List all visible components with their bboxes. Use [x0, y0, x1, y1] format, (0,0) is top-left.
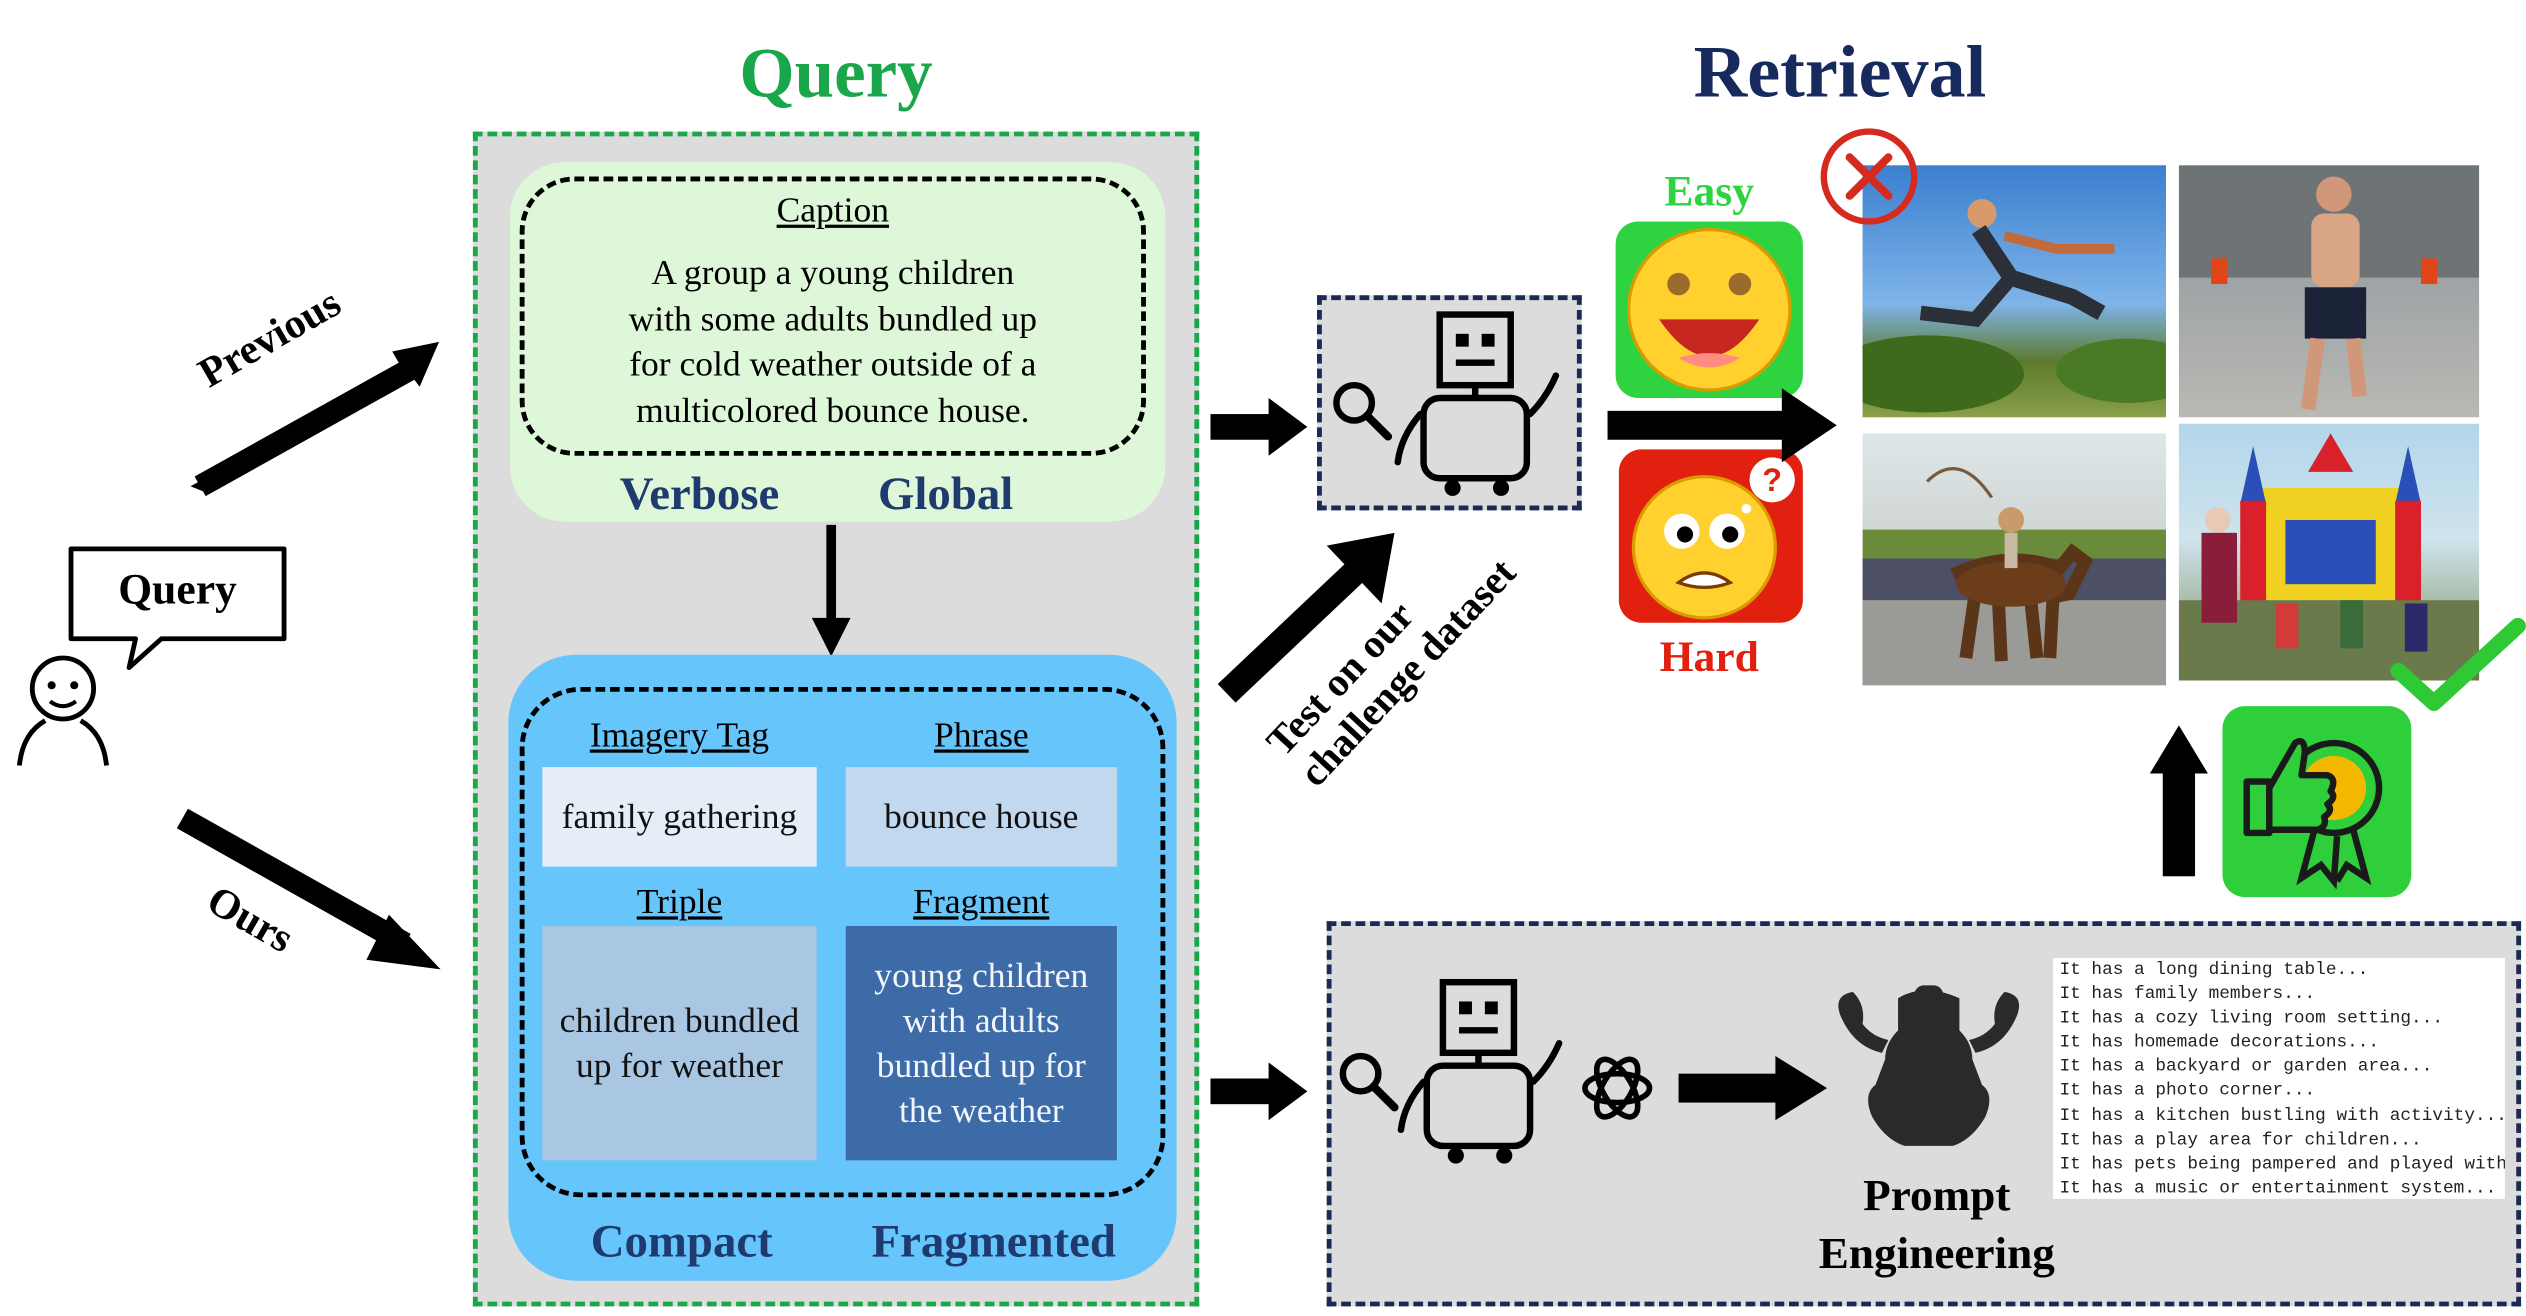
prompt-line: It has a long dining table... [2059, 961, 2369, 981]
prompt-engineering-label: Prompt Engineering [1775, 1168, 2098, 1284]
confused-face-icon: ? [1618, 449, 1803, 623]
hard-label: Hard [1659, 632, 1759, 681]
user-icon [16, 655, 109, 766]
x-circle-icon [1820, 128, 1918, 225]
badge-to-images-arrow [2149, 725, 2208, 877]
compact-label: Compact [590, 1216, 773, 1268]
prompt-line: It has family members... [2059, 985, 2316, 1005]
speech-bubble-text: Query [118, 564, 237, 614]
thumbs-up-badge-icon [2222, 706, 2412, 898]
imagery-tag-cell: family gathering [542, 767, 817, 867]
muscle-icon [1838, 985, 2020, 1146]
caption-line: A group a young children [651, 251, 1015, 293]
fragment-line: the weather [898, 1089, 1064, 1130]
prompt-line: It has a music or entertainment system..… [2059, 1179, 2497, 1199]
prompt-line: It has a cozy living room setting... [2059, 1009, 2444, 1030]
triple-heading: Triple [636, 881, 723, 922]
prompt-line: It has a photo corner... [2059, 1082, 2316, 1102]
phrase-cell: bounce house [845, 767, 1117, 867]
fragment-heading: Fragment [913, 881, 1050, 922]
query-title: Query [739, 33, 933, 113]
question-mark: ? [1762, 462, 1782, 498]
triple-line: up for weather [575, 1044, 784, 1085]
retrieved-image-jump-kick [1862, 165, 2166, 418]
prompt-line: It has a play area for children... [2059, 1130, 2422, 1151]
prompt-engineering-line: Prompt [1863, 1171, 2011, 1222]
retrieved-image-bounce-house [2178, 423, 2480, 681]
imagery-tag-heading: Imagery Tag [589, 714, 770, 755]
caption-line: for cold weather outside of a [629, 343, 1037, 384]
verbose-label: Verbose [619, 468, 780, 520]
caption-box [510, 162, 1166, 522]
query-speech-bubble: Query [65, 546, 291, 671]
magnifier-icon [1333, 381, 1393, 441]
previous-to-model-arrow [1210, 398, 1308, 456]
ours-to-model-arrow [1210, 1062, 1308, 1121]
fragment-cell: young children with adults bundled up fo… [845, 926, 1117, 1161]
prompt-line: It has a backyard or garden area... [2059, 1058, 2433, 1078]
caption-to-ours-arrow [811, 524, 851, 657]
prompt-line: It has pets being pampered and played wi… [2059, 1155, 2505, 1175]
check-icon [2390, 617, 2526, 711]
fragment-line: young children [874, 954, 1089, 996]
retrieval-title: Retrieval [1693, 30, 1987, 113]
model-to-retrieval-arrow [1607, 388, 1837, 463]
ours-arrow [176, 808, 441, 970]
test-arrow [1217, 532, 1395, 703]
caption-line: multicolored bounce house. [636, 389, 1030, 430]
global-label: Global [878, 468, 1014, 520]
triple-cell: children bundled up for weather [542, 926, 817, 1161]
robot-icon [1397, 978, 1563, 1164]
robot-icon [1394, 311, 1560, 496]
openai-to-prompt-arrow [1678, 1056, 1828, 1121]
fragmented-label: Fragmented [871, 1216, 1116, 1268]
caption-dashed-frame [519, 176, 1146, 456]
fragment-line: bundled up for [876, 1044, 1086, 1085]
prompt-list: It has a long dining table... It has fam… [2053, 958, 2505, 1199]
magnifier-icon [1339, 1052, 1399, 1112]
fragment-line: with adults [902, 999, 1060, 1040]
openai-icon [1582, 1056, 1653, 1120]
prompt-engineering-line: Engineering [1818, 1229, 2055, 1280]
easy-label: Easy [1664, 166, 1755, 216]
caption-line: with some adults bundled up [628, 297, 1037, 338]
phrase-heading: Phrase [933, 714, 1029, 755]
triple-line: children bundled [559, 999, 800, 1040]
prompt-line: It has a kitchen bustling with activity.… [2059, 1106, 2505, 1126]
caption-heading: Caption [776, 189, 890, 230]
previous-arrow [190, 341, 440, 497]
retrieved-image-horse [1862, 433, 2166, 686]
caption-text: A group a young children with some adult… [510, 250, 1156, 433]
happy-face-icon [1615, 221, 1803, 399]
ours-dashed-frame [519, 686, 1166, 1198]
retrieved-image-runner [2178, 165, 2480, 418]
prompt-line: It has homemade decorations... [2059, 1034, 2380, 1054]
